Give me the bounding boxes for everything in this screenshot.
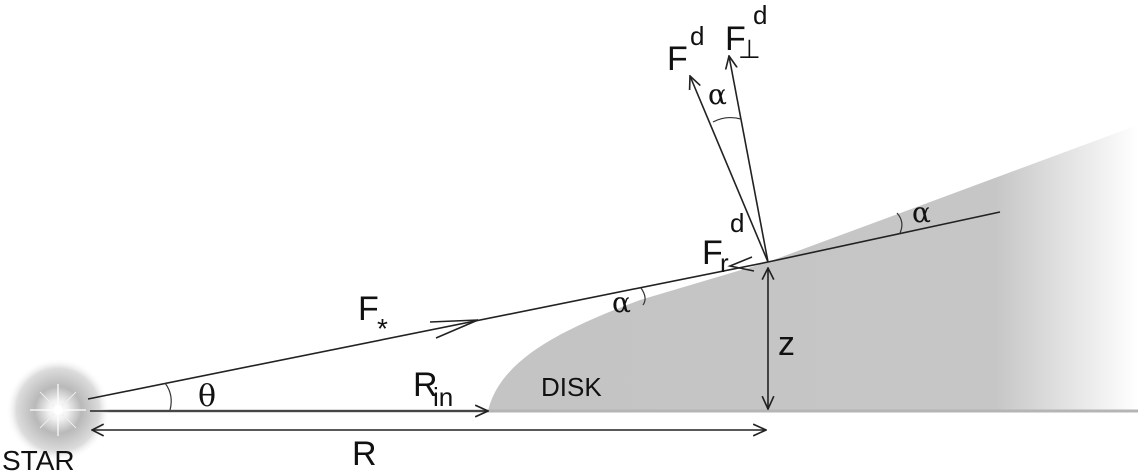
alpha-label-tangent: α <box>912 196 931 229</box>
star-icon <box>6 358 110 462</box>
disk-body <box>488 125 1138 411</box>
f-perp-subscript: ⊥ <box>738 34 761 64</box>
alpha-label-surface: α <box>612 286 631 319</box>
alpha-arc-tangent <box>896 212 903 234</box>
f-perp-superscript: d <box>753 0 767 30</box>
r-in-subscript: in <box>433 382 453 412</box>
disk-surface-tangent-line <box>767 211 1001 263</box>
r-in-label: R <box>413 366 438 404</box>
theta-arc <box>164 382 172 411</box>
star-label: STAR <box>2 445 75 474</box>
f-d-superscript: d <box>690 21 704 51</box>
f-star-subscript: * <box>377 313 388 344</box>
disk-label: DISK <box>541 372 602 402</box>
f-d-label: F <box>667 40 688 78</box>
z-label: z <box>778 325 795 363</box>
theta-label: θ <box>198 379 216 414</box>
f-d-vector <box>690 76 769 263</box>
f-r-label: F <box>702 234 723 272</box>
alpha-arc-top <box>712 116 742 123</box>
alpha-label-top: α <box>708 78 727 111</box>
r-label: R <box>352 435 377 473</box>
incident-ray-line <box>87 261 769 400</box>
alpha-arc-surface <box>640 287 646 306</box>
f-perp-vector <box>729 56 769 263</box>
f-perp-label: F <box>725 20 746 58</box>
f-star-label: F <box>358 290 379 328</box>
f-star-arrowhead <box>429 319 479 339</box>
f-r-arrowhead <box>727 256 755 272</box>
f-r-subscript: r <box>720 248 729 278</box>
f-r-superscript: d <box>730 208 744 238</box>
